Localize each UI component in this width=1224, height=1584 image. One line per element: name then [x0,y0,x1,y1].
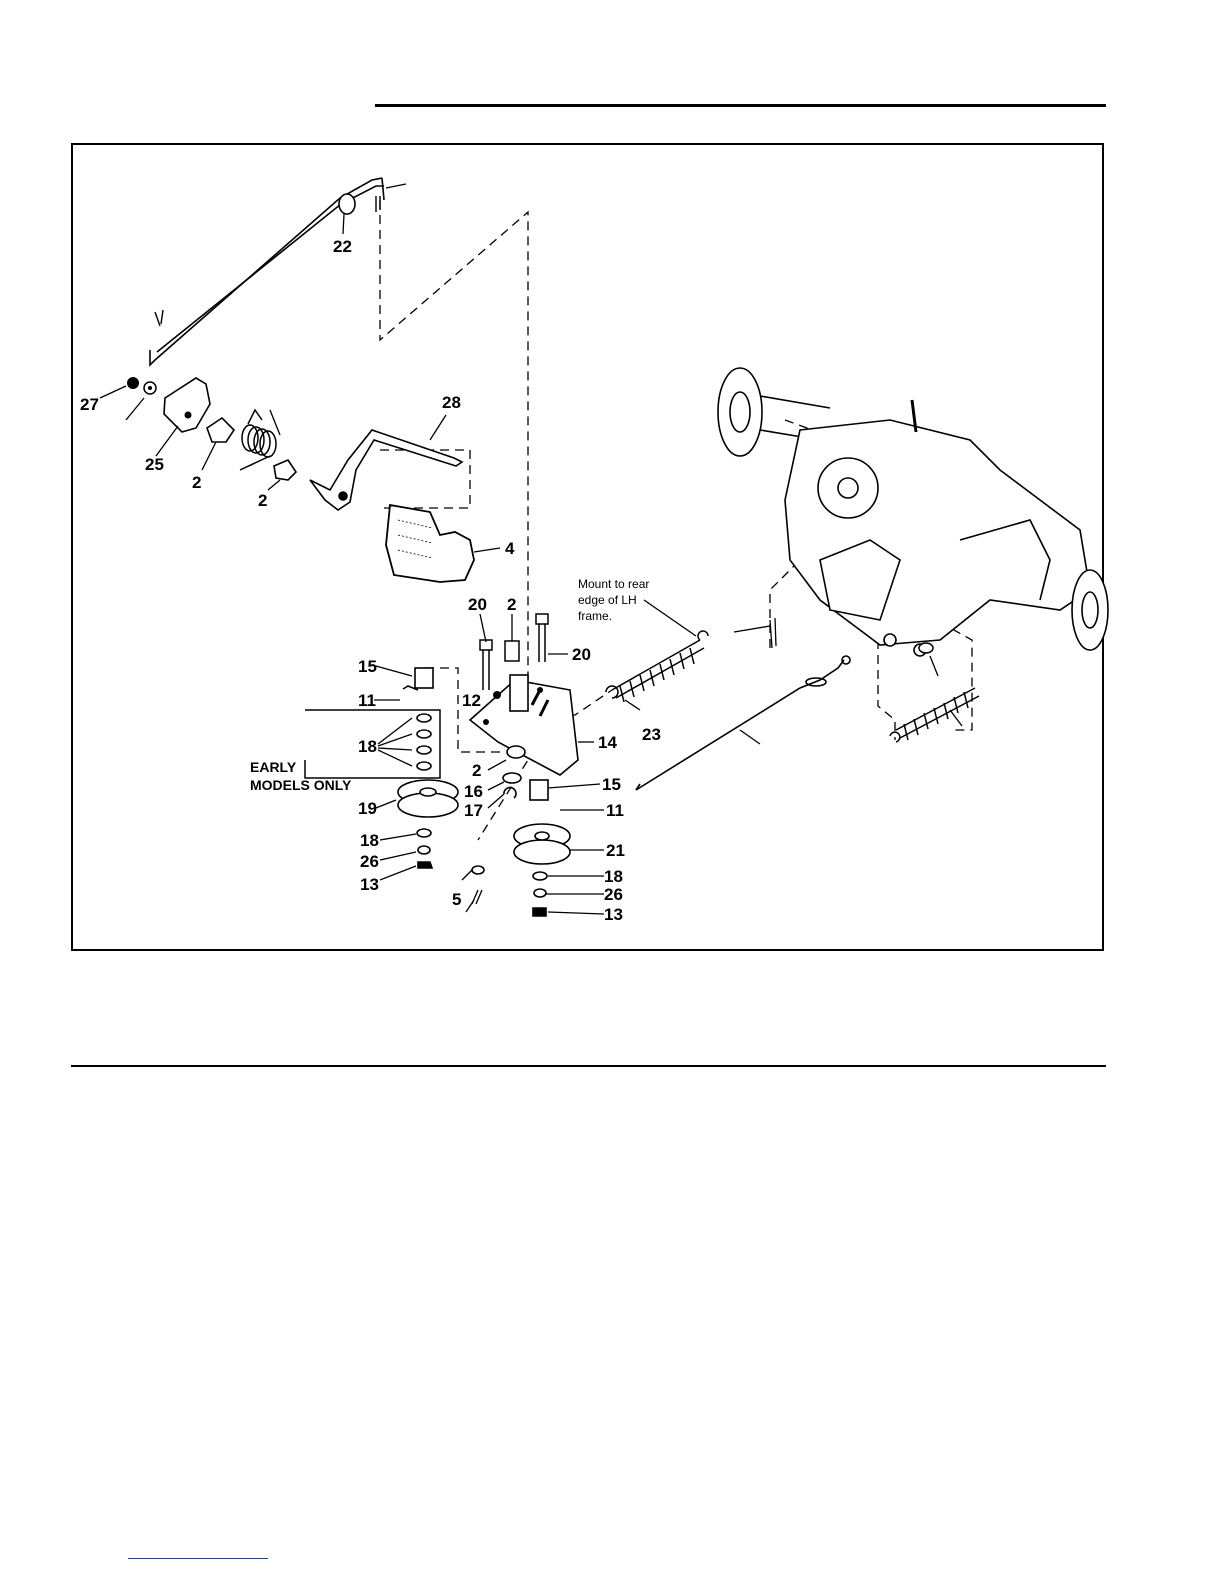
spring-23 [606,631,708,702]
callout-23: 23 [642,725,661,744]
cotter-right [770,618,776,648]
early-models-line1: EARLY [250,759,297,775]
callout-18: 18 [358,737,377,756]
callout-16: 16 [464,782,483,801]
mount-note-line1: Mount to rear [578,577,649,591]
callout-26: 26 [360,852,379,871]
pivot-tube [510,675,528,711]
callout-2: 2 [507,595,516,614]
cotter-pin-top [376,196,380,212]
pedal-pad [386,505,474,582]
callout-25: 25 [145,455,164,474]
callout-21: 21 [606,841,625,860]
callout-18: 18 [360,831,379,850]
pedal-arm [310,430,462,510]
callout-15: 15 [358,657,377,676]
mount-note: Mount to rear edge of LH frame. [578,577,649,623]
callout-17: 17 [464,801,483,820]
spring-right [890,688,979,742]
callout-13: 13 [360,875,379,894]
nut-27 [127,377,139,389]
callout-11: 11 [358,691,376,710]
callout-20: 20 [468,595,487,614]
callout-13: 13 [604,905,623,924]
mount-note-line3: frame. [578,609,612,623]
cotter-pin-left [155,310,163,326]
callout-14: 14 [598,733,617,752]
bushing-2a [207,418,234,442]
callout-28: 28 [442,393,461,412]
mount-note-line2: edge of LH [578,593,637,607]
callout-numbers: 22 27 25 2 2 28 4 20 2 20 15 11 12 18 14… [80,237,661,924]
torsion-spring [240,410,276,470]
callout-20: 20 [572,645,591,664]
callout-26: 26 [604,885,623,904]
bushing-2b [274,460,296,480]
bracket-25 [164,378,210,432]
callout-12: 12 [462,691,481,710]
callout-2: 2 [258,491,267,510]
washer-right [919,643,933,653]
callout-19: 19 [358,799,377,818]
early-models-label: EARLY MODELS ONLY [250,759,352,793]
left-pulley-stack [398,668,458,868]
rod-bushing-22 [339,194,355,214]
callout-15: 15 [602,775,621,794]
nut-12 [493,691,501,699]
callout-5: 5 [452,890,461,909]
callout-18: 18 [604,867,623,886]
callout-11: 11 [606,801,624,820]
control-rod [636,656,850,790]
callout-2: 2 [192,473,201,492]
callout-22: 22 [333,237,352,256]
callout-4: 4 [505,539,515,558]
callout-27: 27 [80,395,99,414]
early-models-line2: MODELS ONLY [250,777,352,793]
callout-2: 2 [472,761,481,780]
